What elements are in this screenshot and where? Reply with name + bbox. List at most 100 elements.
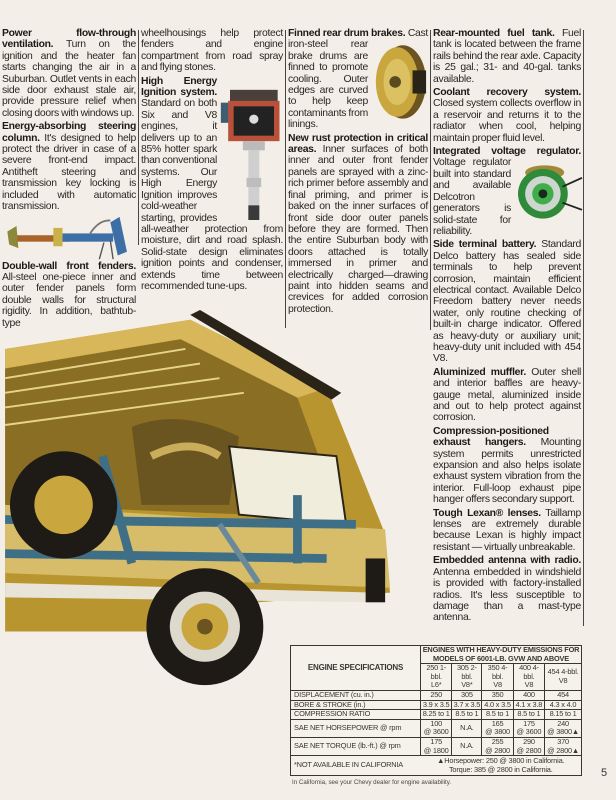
feature-title: Integrated voltage regulator.: [433, 146, 581, 158]
engine-column-header: 350 4-bbl.V8: [481, 663, 514, 691]
suburban-cutaway-illustration: [4, 310, 391, 686]
text-column-2: wheelhousings help protect fenders and e…: [141, 28, 283, 294]
feature-body: Voltage regulator built into standard an…: [433, 157, 511, 237]
cell-value: 100: [430, 718, 443, 728]
engine-column-header: 400 4-bbl.V8: [512, 663, 546, 691]
feature-title: Double-wall front fenders.: [2, 260, 136, 272]
feature-rust-protection: New rust protection in critical areas. I…: [288, 133, 428, 316]
table-cell: 100@ 3600: [419, 718, 453, 738]
feature-wheelhousings: wheelhousings help protect fenders and e…: [141, 28, 283, 74]
cell-value: 350: [491, 689, 504, 699]
engine-column-header: 454 4-bbl.V8: [544, 663, 582, 691]
cell-value: 8.5 to 1: [517, 709, 541, 719]
feature-title: Tough Lexan® lenses.: [433, 507, 541, 519]
page-number: 5: [601, 767, 608, 779]
text-column-3: Finned rear drum brakes. Cast iron-steel…: [288, 28, 428, 317]
table-corner-header: ENGINE SPECIFICATIONS: [290, 645, 421, 691]
cell-value: 4.3 x 4.0: [549, 699, 577, 709]
feature-body: Fuel tank is located between the frame r…: [433, 28, 581, 85]
cell-value: N.A.: [460, 723, 474, 733]
feature-body: wheelhousings help protect fenders and e…: [141, 28, 283, 74]
cell-value: 250: [430, 689, 443, 699]
feature-body: Standard on both Six and V8 engines, it …: [141, 98, 283, 292]
table-cell: N.A.: [451, 736, 483, 757]
feature-body: Inner surfaces of both inner and outer f…: [288, 144, 429, 315]
california-note: In California, see your Chevy dealer for…: [292, 779, 452, 786]
feature-body: Cast iron-steel rear brake drums are fin…: [288, 28, 428, 131]
cell-value: 8.5 to 1: [455, 709, 479, 719]
table-cell: 370@ 2800▲: [544, 736, 582, 757]
cell-value: 290: [523, 736, 535, 746]
engine-name: 350 4-bbl.: [487, 663, 508, 681]
table-cell: 175@ 1800: [419, 736, 453, 757]
cell-value: 175: [523, 718, 535, 728]
feature-coolant-recovery: Coolant recovery system. Closed system c…: [433, 87, 581, 144]
cell-value: 3.7 x 3.5: [453, 699, 481, 709]
cell-value: 305: [461, 689, 473, 699]
distributor-illustration: [220, 89, 280, 220]
feature-steering-column: Energy-absorbing steering column. It's d…: [2, 121, 136, 212]
feature-voltage-regulator: Integrated voltage regulator. Voltage re…: [433, 146, 583, 237]
engine-name: 305 2-bbl.: [456, 663, 477, 681]
steering-column-illustration: [7, 216, 127, 259]
feature-ventilation: Power flow-through ventilation. Turn on …: [2, 28, 136, 119]
row-label: SAE NET HORSEPOWER @ rpm: [290, 718, 421, 738]
engine-type: V8: [524, 680, 534, 690]
feature-title: Side terminal battery.: [433, 239, 537, 251]
column-divider: [430, 30, 431, 330]
column-divider: [285, 30, 286, 328]
footnote-not-available: *NOT AVAILABLE IN CALIFORNIA: [290, 755, 421, 777]
cell-value: @ 3800▲: [547, 727, 580, 737]
feature-title: Finned rear drum brakes.: [288, 28, 406, 39]
engine-name: 400 4-bbl.: [519, 663, 539, 681]
cell-value: 4.1 x 3.8: [515, 699, 543, 709]
feature-body: Outer shell and interior baffles are hea…: [433, 366, 582, 424]
table-group-header: ENGINES WITH HEAVY-DUTY EMISSIONS FOR MO…: [420, 644, 582, 665]
cell-value: @ 2800: [516, 745, 542, 755]
row-label: DISPLACEMENT (cu. in.): [290, 689, 421, 701]
table-cell: 165@ 3800: [481, 718, 514, 738]
cell-value: 255: [491, 736, 504, 746]
text-column-4: Rear-mounted fuel tank. Fuel tank is loc…: [433, 28, 583, 626]
engine-column-header: 305 2-bbl.V8*: [451, 663, 483, 691]
cell-value: 400: [523, 689, 535, 699]
feature-exhaust-hangers: Compression-positioned exhaust hangers. …: [433, 426, 581, 506]
cell-value: 3.9 x 3.5: [422, 699, 450, 709]
feature-body: All-steel one-piece inner and outer fend…: [2, 271, 136, 329]
feature-fuel-tank: Rear-mounted fuel tank. Fuel tank is loc…: [433, 28, 581, 85]
footnote-line: ▲Horsepower: 250 @ 3800 in California.: [437, 756, 565, 766]
cell-value: @ 1800: [423, 745, 449, 755]
feature-body: Standard Delco battery has sealed side t…: [433, 239, 581, 365]
row-label: COMPRESSION RATIO: [290, 709, 421, 720]
cell-value: @ 3800: [485, 727, 510, 737]
cell-value: @ 2800▲: [547, 745, 580, 755]
feature-drum-brakes: Finned rear drum brakes. Cast iron-steel…: [288, 28, 428, 131]
engine-specifications-table: ENGINE SPECIFICATIONS ENGINES WITH HEAVY…: [290, 644, 582, 777]
feature-title: High Energy Ignition system.: [141, 75, 217, 99]
cell-value: 8.15 to 1: [549, 709, 577, 719]
feature-ignition: High Energy Ignition system. Standard on…: [141, 76, 283, 293]
feature-body: It's designed to help protect the driver…: [2, 132, 136, 213]
column-divider: [583, 30, 584, 626]
feature-title: Embedded antenna with radio.: [433, 555, 581, 567]
engine-type: V8: [558, 676, 568, 686]
engine-type: L6*: [430, 680, 442, 690]
engine-name: 250 1-bbl.: [426, 663, 447, 681]
feature-title: Compression-positioned exhaust hangers.: [433, 425, 549, 449]
table-cell: 8.5 to 1: [451, 709, 483, 720]
column-divider: [138, 30, 139, 245]
cell-value: @ 3600: [423, 727, 449, 737]
cell-value: @ 3600: [516, 727, 542, 737]
feature-body: Closed system collects overflow in a res…: [433, 98, 581, 144]
cell-value: @ 2800: [485, 745, 510, 755]
feature-front-fenders: Double-wall front fenders. All-steel one…: [2, 261, 136, 329]
footnote-line: Torque: 385 @ 2800 in California.: [448, 764, 553, 774]
feature-battery: Side terminal battery. Standard Delco ba…: [433, 239, 581, 364]
cell-value: 240: [557, 718, 569, 728]
table-cell: 175@ 3600: [512, 718, 546, 738]
